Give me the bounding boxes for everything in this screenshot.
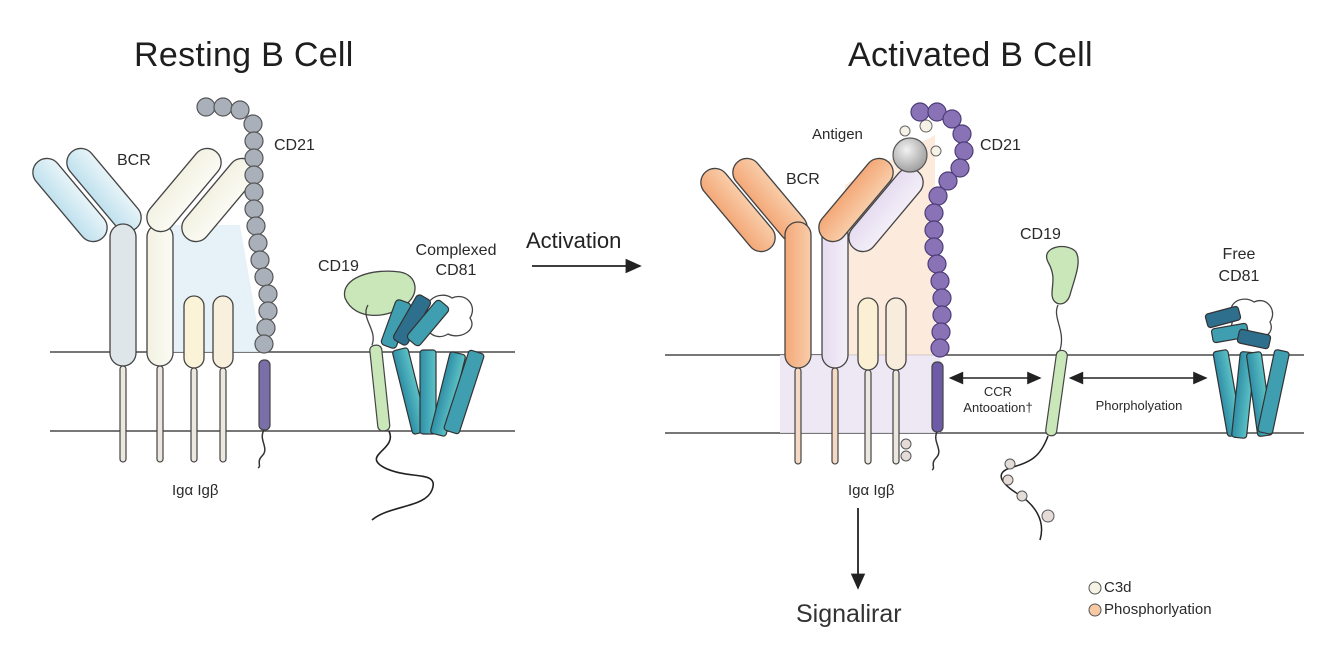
resting-bcr-label: BCR <box>117 152 151 169</box>
resting-cd21-label: CD21 <box>274 137 315 154</box>
antigen <box>892 119 942 173</box>
activated-ig-alpha-beta <box>857 297 912 465</box>
resting-cd81-label-2: CD81 <box>435 262 477 279</box>
activated-cd19 <box>1000 245 1079 541</box>
resting-title: Resting B Cell <box>134 36 354 74</box>
activated-cd81-label-1: Free <box>1222 246 1256 263</box>
resting-bcr <box>32 147 257 463</box>
legend-swatch-c3d <box>1088 581 1102 595</box>
activated-cd81 <box>1204 298 1290 439</box>
activated-ig-label: Igα Igβ <box>848 482 895 499</box>
activated-title: Activated B Cell <box>848 36 1093 74</box>
activated-bcr-label: BCR <box>786 171 820 188</box>
resting-cd19-label: CD19 <box>318 258 359 275</box>
activated-cd19-label: CD19 <box>1020 226 1061 243</box>
legend-c3d-label: C3d <box>1104 579 1132 596</box>
ccr-label-1: CCR <box>983 384 1013 399</box>
resting-ig-label: Igα Igβ <box>172 482 219 499</box>
resting-cd81 <box>380 294 485 437</box>
activation-label: Activation <box>526 228 622 253</box>
phospho-arrow-label: Phorpholyation <box>1095 398 1183 413</box>
antigen-label: Antigen <box>812 126 863 143</box>
activated-bcr <box>700 157 924 465</box>
resting-cd21 <box>196 97 278 469</box>
activated-cd21-label: CD21 <box>980 137 1021 154</box>
signal-label: Signalirar <box>796 600 902 628</box>
activated-cd81-label-2: CD81 <box>1218 268 1260 285</box>
legend-swatch-phospho <box>1088 603 1102 617</box>
resting-cd81-label-1: Complexed <box>415 242 497 259</box>
activated-membrane-shade <box>780 355 940 433</box>
activated-cd21 <box>910 102 974 471</box>
activated-membrane <box>665 354 1304 434</box>
legend-phospho-label: Phosphorlyation <box>1104 601 1212 618</box>
resting-ig-alpha-beta <box>183 295 234 463</box>
ccr-label-2: Antooation† <box>963 400 1033 415</box>
